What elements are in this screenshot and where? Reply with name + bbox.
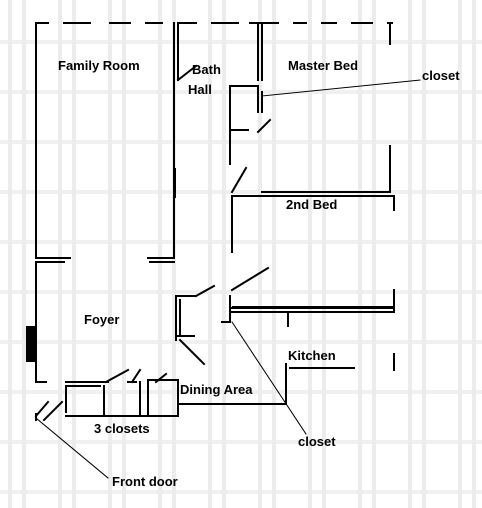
leader-closet-dining	[231, 321, 307, 435]
leader-closet-master	[261, 79, 421, 97]
label-closet-dining: closet	[298, 434, 336, 449]
door-front	[34, 400, 64, 422]
wall-center-closet	[175, 295, 197, 341]
door-master-closet	[256, 118, 272, 134]
door-2nd	[230, 266, 270, 292]
leader-front-door	[35, 417, 109, 479]
door-center-closet	[194, 284, 216, 298]
wall-inner-closet	[221, 295, 231, 323]
door-master	[230, 166, 248, 194]
label-kitchen: Kitchen	[288, 348, 336, 363]
door-dining	[178, 338, 206, 366]
label-dining-area: Dining Area	[180, 382, 253, 397]
label-master-bed: Master Bed	[288, 58, 359, 73]
wall-bath	[176, 64, 198, 82]
label-front-door: Front door	[112, 474, 178, 489]
label-foyer: Foyer	[84, 312, 120, 327]
wall-master-closet	[229, 85, 263, 165]
label-family-room: Family Room	[58, 58, 140, 73]
wall-2nd-bottom-thick	[232, 306, 394, 309]
door-closets	[104, 368, 168, 384]
wall-family-right-thick	[173, 168, 176, 198]
label-bath: Bath	[192, 62, 221, 77]
wall-foyer-thick	[26, 326, 37, 362]
wall-closets-inner	[65, 381, 179, 417]
label-hall: Hall	[188, 82, 212, 97]
label-closet-master: closet	[422, 68, 460, 83]
wall-top	[35, 22, 393, 45]
label-2nd-bed: 2nd Bed	[286, 197, 338, 212]
label-three-closets: 3 closets	[94, 421, 150, 436]
